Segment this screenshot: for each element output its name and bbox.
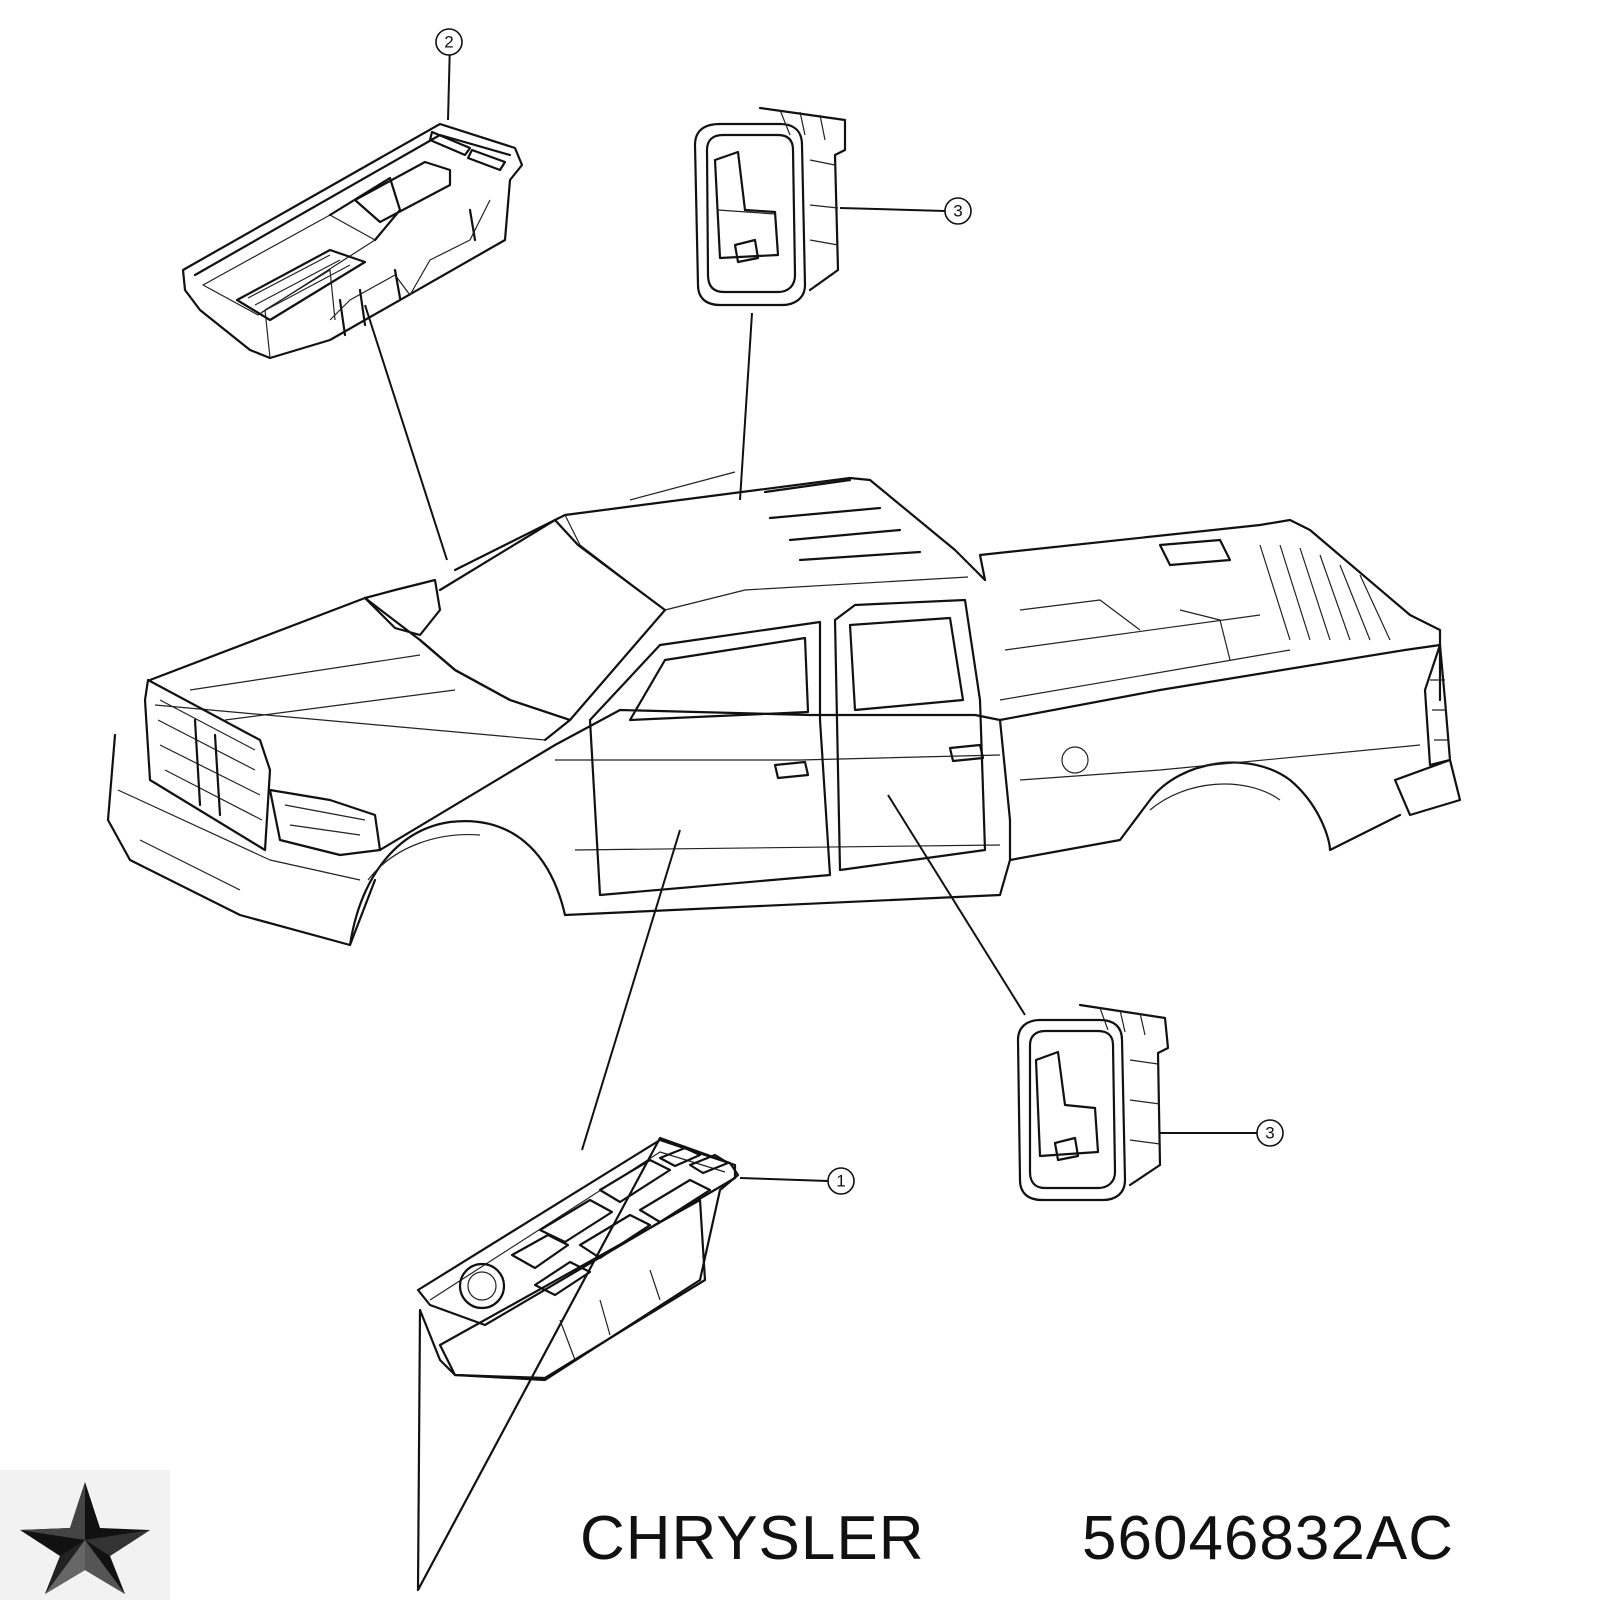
part-number: 56046832AC — [1082, 1504, 1454, 1573]
callout-1-label: 1 — [836, 1172, 845, 1191]
callout-3-lower-label: 3 — [1265, 1124, 1274, 1143]
callout-3-upper: 3 — [944, 197, 972, 225]
callout-3-lower: 3 — [1256, 1119, 1284, 1147]
brand-name: CHRYSLER — [580, 1504, 925, 1573]
part-1-master-window-switch — [416, 1136, 740, 1592]
leader-lines — [364, 41, 1258, 1182]
part-2-window-switch-bezel — [181, 122, 524, 360]
part-3-upper-single-window-switch — [693, 106, 847, 307]
pickup-truck-illustration — [106, 471, 1462, 947]
callout-3-upper-label: 3 — [953, 202, 962, 221]
callout-2-label: 2 — [444, 33, 453, 52]
pentastar-logo-icon — [0, 1470, 170, 1600]
callout-2: 2 — [435, 28, 463, 56]
part-3-lower-single-window-switch — [1016, 1003, 1170, 1202]
callout-1: 1 — [827, 1167, 855, 1195]
